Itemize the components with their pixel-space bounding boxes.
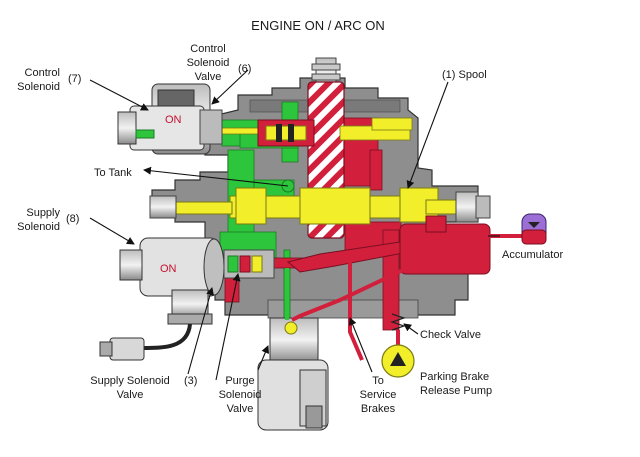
supply-solenoid-label-2: Solenoid xyxy=(17,221,60,233)
supply-connector xyxy=(99,289,213,361)
supply-solenoid: ON xyxy=(119,237,275,297)
to-tank-label: To Tank xyxy=(94,167,132,179)
parking-brake-release-pump xyxy=(381,344,415,378)
control-solenoid-valve-body xyxy=(257,119,315,193)
control-solenoid-number: (7) xyxy=(68,73,81,85)
service-brakes-label-3: Brakes xyxy=(361,403,396,415)
parking-brake-pump-label-1: Parking Brake xyxy=(420,371,489,383)
control-solenoid-label-1: Control xyxy=(25,67,60,79)
supply-solenoid-valve-number: (3) xyxy=(184,375,197,387)
control-solenoid: ON xyxy=(117,83,223,155)
purge-solenoid-valve-label-2: Solenoid xyxy=(219,389,262,401)
right-end-cap xyxy=(455,191,491,223)
control-solenoid-label-2: Solenoid xyxy=(17,81,60,93)
supply-solenoid-valve-label-1: Supply Solenoid xyxy=(90,375,170,387)
spool xyxy=(171,187,457,225)
purge-solenoid-valve-label-3: Valve xyxy=(227,403,254,415)
control-pilot-line xyxy=(169,117,413,141)
labels: Control Solenoid (7) Control Solenoid Va… xyxy=(17,43,563,415)
purge-solenoid-valve-label-1: Purge xyxy=(225,375,254,387)
accumulator-label: Accumulator xyxy=(502,249,563,261)
supply-solenoid-valve-label-2: Valve xyxy=(117,389,144,401)
control-solenoid-on-label: ON xyxy=(165,114,182,126)
supply-solenoid-label-1: Supply xyxy=(26,207,60,219)
control-solenoid-valve-label-2: Solenoid xyxy=(187,57,230,69)
check-valve-label: Check Valve xyxy=(420,329,481,341)
purge-solenoid-valve xyxy=(257,317,329,431)
diagram-title: ENGINE ON / ARC ON xyxy=(251,18,385,33)
control-solenoid-valve-label-1: Control xyxy=(190,43,225,55)
leader-lines xyxy=(89,69,500,381)
spool-label: (1) Spool xyxy=(442,69,487,81)
service-brakes-label-1: To xyxy=(372,375,384,387)
supply-solenoid-on-label: ON xyxy=(160,263,177,275)
control-solenoid-valve-number: (6) xyxy=(238,63,251,75)
control-solenoid-valve-label-3: Valve xyxy=(195,71,222,83)
service-brakes-label-2: Service xyxy=(360,389,397,401)
supply-solenoid-number: (8) xyxy=(66,213,79,225)
left-end-cap xyxy=(149,195,177,219)
accumulator xyxy=(521,213,547,245)
parking-brake-pump-label-2: Release Pump xyxy=(420,385,492,397)
check-valve xyxy=(390,313,406,346)
